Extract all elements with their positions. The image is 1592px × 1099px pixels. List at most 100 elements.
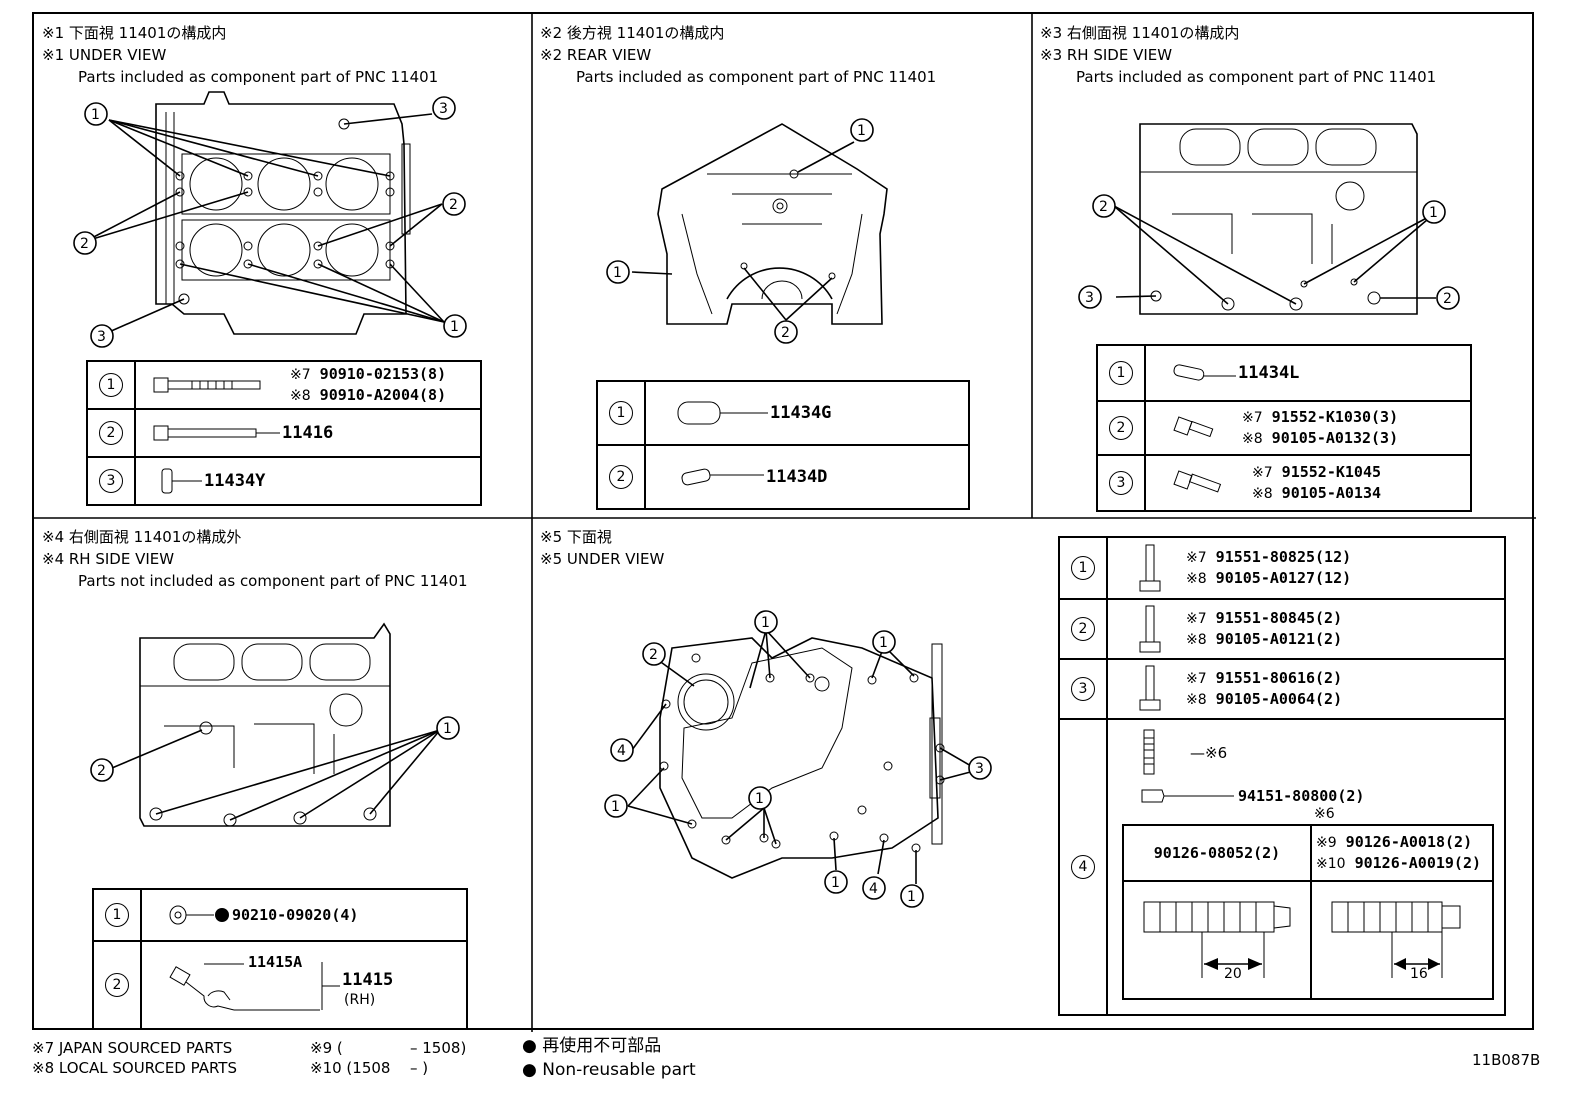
row-number: 1 [609,401,633,425]
mark-7: ※7 [1186,611,1207,627]
table-row: 2 11416 [86,408,482,458]
table-row: 1 11434G [596,380,970,446]
parts-table: 1 ※7 90910-02153(8) ※8 90910-A2004(8) 2 [86,360,482,506]
title-jp: ※1 下面視 11401の構成内 [42,24,227,42]
stud-icon [1143,729,1155,775]
callout-3-upper: 3 [439,101,448,117]
part-number-11415a: 11415A [248,953,303,971]
table-row: 3 ※7 91551-80616(2) ※8 90105-A0064(2) [1058,658,1506,720]
timing-cover-under-view: 1 1 2 4 1 1 3 1 4 1 [604,610,992,908]
table-row: 2 11415A 11415 (RH) [92,940,468,1030]
part-number-11415: 11415 [342,970,394,990]
callout-1: 1 [1429,205,1438,221]
dowel-pin-icon [1173,364,1236,381]
part-number: 91552-K1030(3) [1271,408,1399,426]
flange-bolt-icon [153,377,261,393]
part-number: 11434L [1238,363,1300,383]
row-number: 3 [1071,677,1095,701]
parts-table: 1 11434G 2 11434D [596,380,970,510]
panel-header: ※3 右側面視 11401の構成内 ※3 RH SIDE VIEW Parts … [1040,22,1436,88]
diagram-code: 11B087B [1472,1051,1541,1069]
title-en: ※5 UNDER VIEW [540,550,665,568]
mark-8: ※8 [1252,486,1273,502]
row-number: 2 [105,973,129,997]
panel-header: ※2 後方視 11401の構成内 ※2 REAR VIEW Parts incl… [540,22,936,88]
callout-1-upper: 1 [857,123,866,139]
stud-bolt-16-icon [1331,901,1461,978]
callout-1-left: 1 [611,799,620,815]
row-number: 1 [99,373,123,397]
panel-rh-side-view-excluded: ※4 右側面視 11401の構成外 ※4 RH SIDE VIEW Parts … [34,518,532,1032]
part-number: 91551-80845(2) [1215,609,1343,627]
callout-3-lower: 3 [97,329,106,345]
panel-header: ※4 右側面視 11401の構成外 ※4 RH SIDE VIEW Parts … [42,526,468,592]
dowel-pin-small-icon [681,468,764,486]
straight-screw-plug-icon [169,905,229,925]
engine-block-under-view: 1 1 2 2 3 3 [73,91,467,348]
callout-1: 1 [443,721,452,737]
title-jp: ※2 後方視 11401の構成内 [540,24,725,42]
mark-8: ※8 [290,388,311,404]
callout-1-bottom: 1 [831,875,840,891]
bolt-icon [153,425,280,441]
callout-1-top: 1 [761,615,770,631]
callout-1-top-right: 1 [879,635,888,651]
oil-jet-assembly-icon [169,962,340,1011]
row-number: 1 [105,903,129,927]
title-jp: ※3 右側面視 11401の構成内 [1040,24,1240,42]
flange-bolt-vertical-icon [1139,544,1161,592]
bullet-icon: ● [522,1060,537,1080]
dimension-label: 20 [1224,966,1242,982]
part-number: 91551-80616(2) [1215,669,1343,687]
part-number: 11416 [282,423,334,443]
part-number: 90105-A0132(3) [1271,429,1399,447]
parts-table: 1 ※7 91551-80825(12) ※8 90105-A0127(12) … [1058,536,1506,1016]
mark-10: ※10 [1316,856,1346,872]
row-number: 3 [1109,471,1133,495]
dimension-label: 16 [1410,966,1428,982]
table-row: 1 ※7 90910-02153(8) ※8 90910-A2004(8) [86,360,482,410]
scope-note: Parts included as component part of PNC … [576,68,937,86]
dowel-pin-icon [161,468,202,494]
table-row: 1 90210-09020(4) [92,888,468,942]
part-number: 11434D [766,467,828,487]
title-en: ※4 RH SIDE VIEW [42,550,175,568]
diagram-frame: ※1 下面視 11401の構成内 ※1 UNDER VIEW Parts inc… [32,12,1536,1032]
part-number: 11434G [770,403,832,423]
non-reusable-legend-en: ● Non-reusable part [522,1060,696,1080]
callout-2-right: 2 [449,197,458,213]
row-number: 2 [1109,416,1133,440]
nut-icon [1141,789,1234,803]
callout-3: 3 [975,761,984,777]
panel-rear-view: ※2 後方視 11401の構成内 ※2 REAR VIEW Parts incl… [532,14,1032,518]
table-row: 1 11434L [1096,344,1472,402]
nut-part-number: 94151-80800(2) [1238,787,1365,805]
plug-bolt-long-icon [1173,470,1222,493]
title-jp: ※5 下面視 [540,528,612,546]
mark-7: ※7 [1186,671,1207,687]
callout-2-right: 2 [1443,291,1452,307]
flange-bolt-vertical-icon [1139,665,1161,711]
dowel-pin-large-icon [677,401,768,425]
callout-2-left: 2 [80,236,89,252]
parts-table: 1 90210-09020(4) 2 [92,888,468,1030]
table-row: 1 ※7 91551-80825(12) ※8 90105-A0127(12) [1058,536,1506,600]
title-jp: ※4 右側面視 11401の構成外 [42,528,242,546]
part-number: 90910-A2004(8) [319,386,447,404]
panel-under-view-2: ※5 下面視 ※5 UNDER VIEW [532,518,1536,1032]
part-number: 91552-K1045 [1281,463,1382,481]
mark-7: ※7 [1252,465,1273,481]
row-number: 2 [99,421,123,445]
table-row: 2 11434D [596,444,970,510]
non-reusable-legend-jp: ● 再使用不可部品 [522,1036,662,1056]
engine-block-rh-side-view: 2 1 3 2 [1078,123,1460,315]
callout-4-left: 4 [617,743,626,759]
scope-note: Parts not included as component part of … [78,572,468,590]
row-number: 2 [609,465,633,489]
row-number: 3 [99,469,123,493]
mark-8: ※8 [1186,632,1207,648]
row-number: 1 [1109,361,1133,385]
callout-2: 2 [97,763,106,779]
title-en: ※2 REAR VIEW [540,46,652,64]
table-row: 4 —※6 94151-80800(2) ※6 90 [1058,718,1506,1016]
